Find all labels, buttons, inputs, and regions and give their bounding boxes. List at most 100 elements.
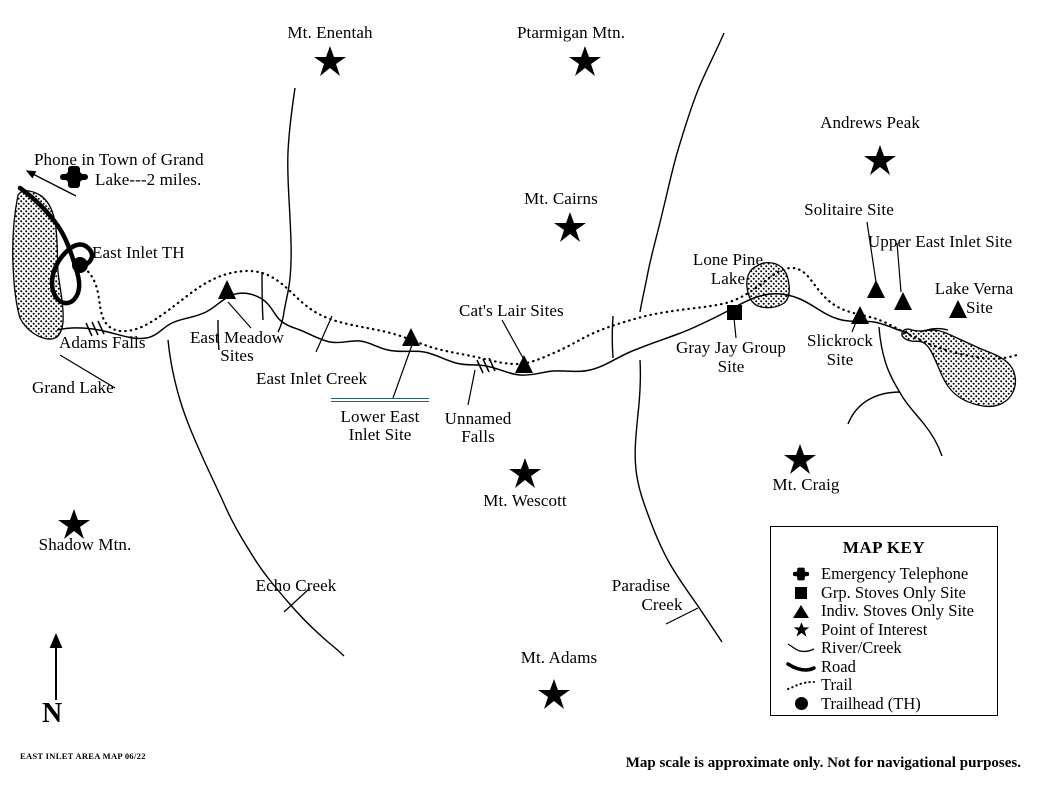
star-mt-adams[interactable]: [538, 679, 570, 709]
label-east-inlet-creek: East Inlet Creek: [256, 369, 368, 388]
label-grand-lake: Grand Lake: [32, 378, 114, 397]
label-upper-east-inlet-site: Upper East Inlet Site: [867, 232, 1013, 251]
map-key-label-road: Road: [821, 656, 856, 676]
map-key-row-emergency-telephone: Emergency Telephone: [781, 564, 997, 584]
river-creek-line-icon: [781, 639, 821, 658]
road-us34-to-grand-lake: [17, 185, 95, 306]
paradise-creek-waterway: [634, 359, 723, 643]
marker-emergency-telephone[interactable]: [60, 166, 88, 188]
creek-lake-verna-outlet: [847, 391, 901, 425]
label-lake-verna-site-line2: Site: [966, 298, 993, 317]
label-paradise-creek-line2: Creek: [641, 595, 683, 614]
marker-east-meadow-sites[interactable]: [218, 280, 236, 299]
star-mt-enentah[interactable]: [314, 46, 346, 76]
map-key-row-road: Road: [781, 656, 997, 677]
label-mt-wescott: Mt. Wescott: [483, 491, 567, 510]
map-key-label-emergency-telephone: Emergency Telephone: [821, 564, 969, 583]
map-key-row-point-of-interest: Point of Interest: [781, 619, 997, 640]
star-mt-craig[interactable]: [784, 444, 816, 474]
map-key-label-individual-site: Indiv. Stoves Only Site: [821, 601, 974, 620]
emergency-telephone-cross-icon: [781, 565, 821, 584]
lake-grand-lake: [12, 190, 64, 340]
label-adams-falls: Adams Falls: [59, 333, 146, 352]
trail-dotted-line-icon: [781, 676, 821, 695]
marker-slickrock-site[interactable]: [851, 306, 869, 324]
label-east-meadow-sites-line2: Sites: [220, 346, 254, 365]
direction-arrow-to-town: [25, 170, 77, 197]
star-mt-wescott[interactable]: [509, 458, 541, 488]
marker-upper-east-inlet-site[interactable]: [894, 292, 912, 310]
map-edition-footer: EAST INLET AREA MAP 06/22: [20, 751, 146, 761]
star-ptarmigan-mtn[interactable]: [569, 46, 601, 76]
label-mt-adams: Mt. Adams: [520, 648, 598, 667]
label-gray-jay-group-site-line2: Site: [717, 357, 745, 376]
label-east-inlet-th: East Inlet TH: [92, 243, 185, 262]
label-solitaire-site: Solitaire Site: [804, 200, 894, 219]
label-phone-note-line2: Lake---2 miles.: [95, 170, 202, 189]
label-echo-creek: Echo Creek: [255, 576, 337, 595]
north-arrow-label: N: [42, 698, 63, 729]
creek-east-of-lake-verna: [919, 327, 949, 333]
label-ptarmigan-mtn: Ptarmigan Mtn.: [516, 23, 626, 42]
map-key-row-individual-site: Indiv. Stoves Only Site: [781, 601, 997, 621]
marker-lower-east-inlet-site[interactable]: [402, 328, 420, 346]
lake-lake-verna: [901, 328, 1017, 408]
lower-east-inlet-site-link-rule: [331, 398, 429, 402]
adams-falls-hatch-marks: [85, 320, 105, 337]
star-shadow-mtn[interactable]: [58, 509, 90, 539]
marker-east-inlet-th[interactable]: [72, 257, 88, 273]
label-lower-east-inlet-site-line2[interactable]: Inlet Site: [348, 425, 412, 444]
label-mt-cairns: Mt. Cairns: [524, 189, 598, 208]
map-key-entry-list: Emergency Telephone Grp. Stoves Only Sit…: [771, 564, 997, 714]
label-gray-jay-group-site-line1: Gray Jay Group: [676, 338, 786, 357]
label-shadow-mtn: Shadow Mtn.: [38, 535, 132, 554]
echo-creek-waterway: [167, 339, 345, 657]
filled-circle-icon: [781, 695, 821, 714]
leader-lines: [59, 221, 902, 625]
label-lake-verna-site-line1: Lake Verna: [934, 279, 1014, 298]
east-inlet-trail: [82, 266, 1022, 366]
label-mt-craig: Mt. Craig: [772, 475, 840, 494]
label-slickrock-site-line2: Site: [826, 350, 854, 369]
label-lone-pine-lake-line1: Lone Pine: [692, 250, 764, 269]
label-andrews-peak: Andrews Peak: [820, 113, 920, 132]
map-disclaimer-footer: Map scale is approximate only. Not for n…: [625, 755, 1021, 771]
map-key-row-trail: Trail: [781, 675, 997, 695]
label-unnamed-falls-line1: Unnamed: [444, 409, 512, 428]
marker-lake-verna-site[interactable]: [949, 300, 967, 318]
star-mt-cairns[interactable]: [554, 212, 586, 242]
map-key-label-trailhead: Trailhead (TH): [821, 693, 921, 713]
star-andrews-peak[interactable]: [864, 145, 896, 175]
east-inlet-creek-waterway: [56, 292, 909, 376]
map-key-label-group-site: Grp. Stoves Only Site: [821, 582, 966, 602]
label-east-meadow-sites-line1: East Meadow: [189, 328, 285, 347]
marker-gray-jay-group-site[interactable]: [727, 305, 742, 320]
map-key-label-point-of-interest: Point of Interest: [821, 619, 928, 639]
label-phone-note-line1: Phone in Town of Grand: [34, 150, 204, 169]
marker-solitaire-site[interactable]: [867, 280, 885, 298]
label-lower-east-inlet-site-line1[interactable]: Lower East: [340, 407, 420, 426]
filled-star-icon: [781, 621, 821, 640]
map-key-row-trailhead: Trailhead (TH): [781, 693, 997, 714]
creek-from-mt-enentah: [277, 87, 296, 333]
map-key-row-group-site: Grp. Stoves Only Site: [781, 582, 997, 603]
label-paradise-creek-line1: Paradise: [611, 576, 671, 595]
map-key-label-trail: Trail: [821, 675, 853, 694]
map-key-panel: MAP KEY Emergency Telephone Grp. Stoves …: [770, 526, 998, 716]
unnamed-falls-hatch-marks: [476, 357, 496, 374]
creek-from-ptarmigan-mtn: [639, 32, 725, 313]
filled-square-icon: [781, 584, 821, 603]
filled-triangle-icon: [781, 602, 821, 621]
label-cats-lair-sites: Cat's Lair Sites: [459, 301, 564, 320]
map-key-row-river-creek: River/Creek: [781, 638, 997, 658]
map-key-title: MAP KEY: [842, 538, 926, 557]
creek-south-of-slickrock: [878, 326, 943, 457]
marker-cats-lair-sites[interactable]: [515, 355, 533, 373]
label-unnamed-falls-line2: Falls: [461, 427, 495, 446]
creek-tributary-east-meadow: [217, 271, 264, 351]
map-key-label-river-creek: River/Creek: [821, 638, 902, 657]
label-slickrock-site-line1: Slickrock: [806, 331, 874, 350]
label-mt-enentah: Mt. Enentah: [287, 23, 373, 42]
